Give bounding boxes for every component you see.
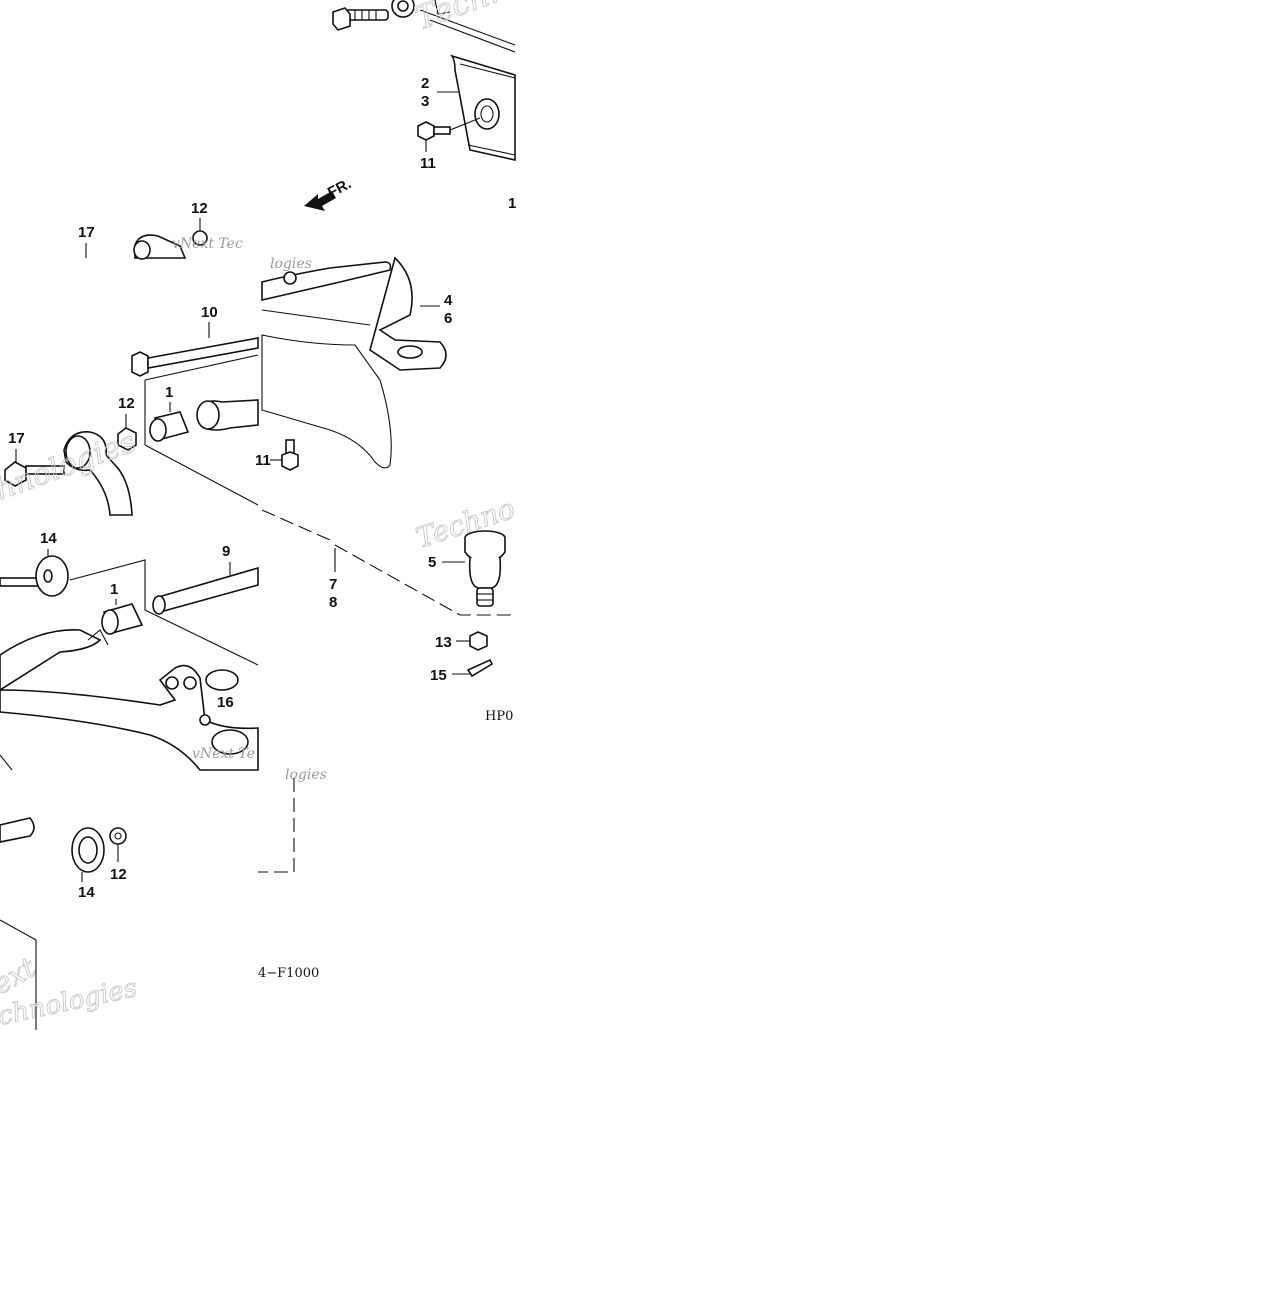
arm-gusset xyxy=(261,334,392,469)
frame-line-lower xyxy=(69,559,259,666)
cotter-pin-15 xyxy=(466,658,494,678)
dashed-leader xyxy=(334,544,515,616)
hp-code: HP0 xyxy=(485,709,513,724)
frame-line-bottom xyxy=(0,919,37,1030)
frame-edge-line xyxy=(419,9,516,46)
lower-arm-body xyxy=(0,664,259,771)
callout-11: 11 xyxy=(420,155,436,172)
panel-upper-arm-right: logies 4 6 xyxy=(261,256,453,541)
watermark: vNext Te xyxy=(192,746,255,762)
callout-2: 2 xyxy=(421,75,429,92)
callout-17-mid: 17 xyxy=(8,430,25,447)
guard-plate-edge xyxy=(467,144,516,156)
watermark: logies xyxy=(270,256,312,272)
panel-top-right: 2 3 11 FR. 1 Techno xyxy=(304,0,532,212)
callout-14-lower: 14 xyxy=(78,884,95,901)
snap-ring-16 xyxy=(205,669,239,691)
bracket-line xyxy=(434,0,451,15)
callout-5: 5 xyxy=(428,554,436,571)
watermark: logies xyxy=(285,767,327,783)
bolt-17 xyxy=(4,461,65,487)
spacer-14 xyxy=(0,555,69,597)
panel-lower-arm-left: 14 9 1 16 vNext Te xyxy=(0,530,259,771)
shaft-9 xyxy=(153,566,259,613)
guard-plate-edge xyxy=(459,63,516,79)
callout-7: 7 xyxy=(329,576,337,593)
callout-13: 13 xyxy=(435,634,452,651)
watermark: Techno xyxy=(410,0,532,38)
dashed-bracket xyxy=(258,778,295,873)
flange-bolt-top xyxy=(332,0,415,31)
castle-nut-13 xyxy=(469,631,488,651)
panel-figure-code: 4−F1000 xyxy=(258,778,319,981)
callout-12-lower: 12 xyxy=(110,866,127,883)
callout-3: 3 xyxy=(421,93,429,110)
frame-line xyxy=(144,354,259,381)
guard-hole xyxy=(474,98,500,130)
callout-14: 14 xyxy=(40,530,57,547)
callout-12: 12 xyxy=(191,200,208,217)
callout-1-lower: 1 xyxy=(110,581,118,598)
front-direction-arrow: FR. xyxy=(304,175,354,211)
callout-16: 16 xyxy=(217,694,234,711)
panel-lower-arm-bushing: 14 12 ext chnologies xyxy=(0,817,140,1032)
arm-tube-right xyxy=(261,261,392,302)
callout-6: 6 xyxy=(444,310,452,327)
frame-line xyxy=(144,444,259,506)
panel-upper-arm-left: 17 12 10 1 12 17 xyxy=(0,200,271,516)
callout-10: 10 xyxy=(201,304,218,321)
callout-1-partial: 1 xyxy=(508,195,516,212)
callout-17: 17 xyxy=(78,224,95,241)
callout-11-mid: 11 xyxy=(255,452,271,469)
callout-9: 9 xyxy=(222,543,230,560)
callout-8: 8 xyxy=(329,594,337,611)
lower-arm-tube xyxy=(0,629,102,691)
bolt-11-mid xyxy=(270,439,299,471)
figure-code: 4−F1000 xyxy=(258,966,319,981)
shaft-end xyxy=(0,817,35,843)
ball-joint-bracket xyxy=(369,256,447,371)
ball-joint-5 xyxy=(464,530,506,607)
bolt-10 xyxy=(131,337,259,377)
watermark: vNext Tec xyxy=(172,236,243,252)
callout-1: 1 xyxy=(165,384,173,401)
callout-15: 15 xyxy=(430,667,447,684)
bolt-11-top xyxy=(417,117,481,152)
callout-4: 4 xyxy=(444,292,453,309)
bushing-14-lower xyxy=(71,827,127,873)
callout-12-mid: 12 xyxy=(118,395,135,412)
frame-edge-line xyxy=(429,19,516,53)
